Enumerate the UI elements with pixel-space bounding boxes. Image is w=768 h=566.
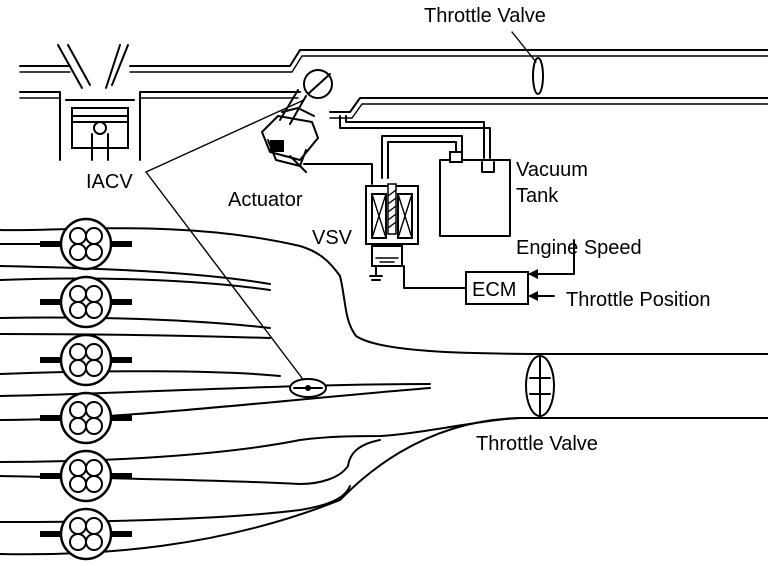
iacv-label: IACV xyxy=(86,171,133,193)
cylinder-cluster xyxy=(40,391,132,445)
actuator-label: Actuator xyxy=(228,189,303,211)
ecm-wiring xyxy=(403,239,575,301)
vacuum-tank xyxy=(439,151,511,237)
vsv-solenoid xyxy=(365,183,419,281)
iacv-leaders xyxy=(145,99,305,379)
intake-pipe-top xyxy=(19,49,768,119)
throttle-valve-top xyxy=(511,31,544,95)
cylinder-cluster xyxy=(40,275,132,329)
vsv-label: VSV xyxy=(312,227,353,249)
vacuum-label: Vacuum xyxy=(516,159,588,181)
iacv-valve xyxy=(279,69,333,125)
tank-label: Tank xyxy=(516,185,559,207)
throttle-valve-top-label: Throttle Valve xyxy=(424,5,546,27)
engine-speed-label: Engine Speed xyxy=(516,237,642,259)
throttle-position-label: Throttle Position xyxy=(566,289,711,311)
cylinder-group xyxy=(40,217,132,561)
throttle-valve-bottom-label: Throttle Valve xyxy=(476,433,598,455)
throttle-valve-bottom xyxy=(525,355,555,417)
ecm-label: ECM xyxy=(472,279,516,301)
intake-manifold xyxy=(0,227,768,556)
cylinder-cluster xyxy=(40,507,132,561)
cylinder-cluster xyxy=(40,217,132,271)
ecm-box xyxy=(465,271,529,305)
iacv-bottom-valve xyxy=(289,378,327,398)
engine-cylinder xyxy=(57,44,141,161)
actuator-body xyxy=(261,107,319,173)
vacuum-piping xyxy=(303,115,491,185)
cylinder-cluster xyxy=(40,449,132,503)
cylinder-cluster xyxy=(40,333,132,387)
